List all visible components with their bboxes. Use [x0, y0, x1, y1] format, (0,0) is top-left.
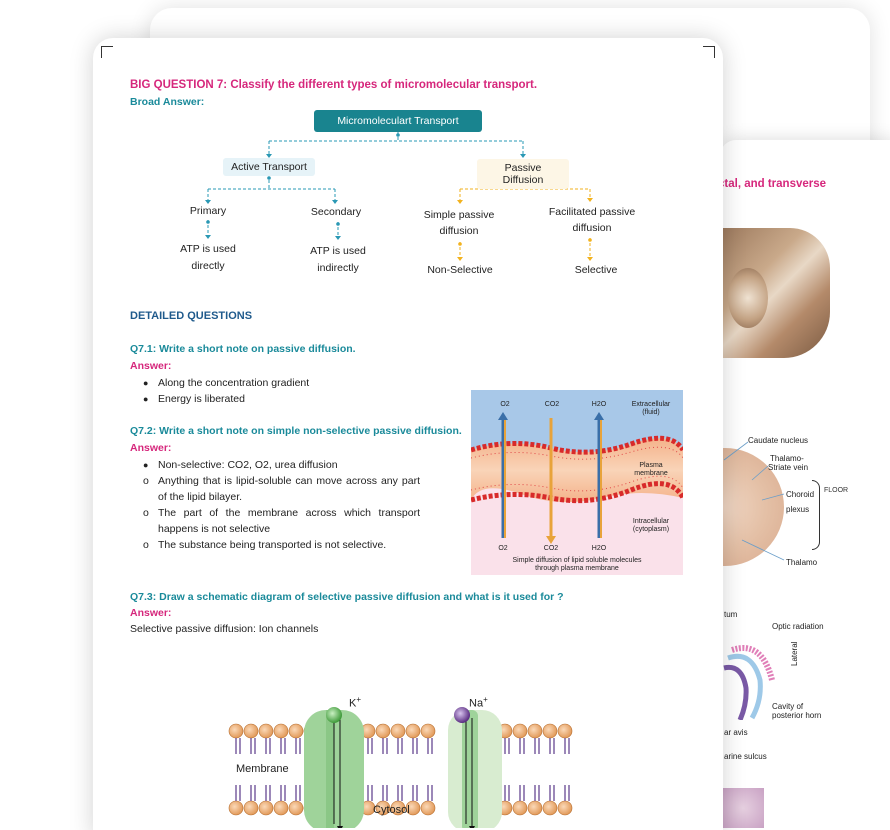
- label-top-co2: CO2: [544, 401, 560, 408]
- brain-section-image: [722, 228, 830, 358]
- flowchart-facilitated-1: Facilitated passive: [548, 206, 636, 218]
- q3-answer-label: Answer:: [130, 607, 172, 619]
- worksheet-page: BIG QUESTION 7: Classify the different t…: [93, 38, 723, 830]
- label-top-h2o: H2O: [591, 401, 607, 408]
- label-bot-co2: CO2: [543, 545, 559, 552]
- optic-radiation-diagram: [723, 645, 775, 720]
- q2-answer-label: Answer:: [130, 442, 172, 454]
- label-arine-sulcus: arine sulcus: [724, 752, 767, 761]
- crop-mark-tl: [101, 46, 113, 58]
- label-k: K+: [349, 695, 362, 710]
- broad-answer-label: Broad Answer:: [130, 96, 205, 108]
- label-cavity-1: Cavity of: [772, 702, 804, 711]
- label-thalamo-striate-1: Thalamo-: [770, 454, 804, 463]
- label-caudate: Caudate nucleus: [748, 436, 809, 445]
- list-item: ●Non-selective: CO2, O2, urea diffusion: [143, 459, 338, 471]
- label-ar-avis: ar avis: [724, 728, 748, 737]
- label-tum: tum: [724, 610, 738, 619]
- simple-diffusion-figure: O2 CO2 H2O Extracellular (fluid) Plasma …: [471, 390, 683, 575]
- label-cavity-2: posterior horn: [772, 711, 822, 720]
- flowchart-secondary-note-2: indirectly: [317, 262, 359, 274]
- brain-bottom-image: [722, 788, 764, 828]
- label-extracellular-2: (fluid): [642, 409, 660, 416]
- brain-leader-lines: [723, 441, 785, 561]
- flowchart-selective: Selective: [574, 264, 618, 276]
- label-plasma-1: Plasma: [639, 462, 663, 469]
- back-page-heading: ctal, and transverse: [718, 178, 827, 190]
- label-cytosol: Cytosol: [373, 804, 410, 816]
- label-intracellular-1: Intracellular: [632, 518, 670, 525]
- q1-answer-list: ●Along the concentration gradient ●Energ…: [130, 375, 430, 407]
- flowchart-secondary-note-1: ATP is used: [310, 245, 366, 257]
- figure-caption-1: Simple diffusion of lipid soluble molecu…: [512, 557, 642, 564]
- flowchart-root: Micromoleculart Transport: [314, 110, 482, 132]
- flowchart-simple-2: diffusion: [439, 225, 479, 237]
- list-item: ●Energy is liberated: [143, 393, 245, 405]
- flowchart-facilitated-2: diffusion: [572, 222, 612, 234]
- label-intracellular-2: (cytoplasm): [632, 526, 670, 533]
- label-na: Na+: [469, 695, 488, 710]
- detailed-questions-heading: DETAILED QUESTIONS: [130, 310, 253, 322]
- ion-channel-figure: K+ Na+ Membrane Cytosol: [228, 658, 578, 830]
- flowchart-primary-note-1: ATP is used: [180, 243, 236, 255]
- figure-caption-2: through plasma membrane: [535, 565, 619, 572]
- label-plexus: plexus: [786, 505, 810, 514]
- label-choroid: Choroid: [786, 490, 815, 499]
- label-membrane: Membrane: [236, 763, 289, 775]
- flowchart-passive-diffusion: Passive Diffusion: [477, 159, 569, 189]
- q3-answer-text: Selective passive diffusion: Ion channel…: [130, 623, 319, 635]
- big-question-title: BIG QUESTION 7: Classify the different t…: [130, 79, 538, 91]
- flowchart-primary: Primary: [189, 205, 227, 217]
- q2-question: Q7.2: Write a short note on simple non-s…: [130, 425, 462, 437]
- label-optic: Optic radiation: [772, 622, 824, 631]
- flowchart-non-selective: Non-Selective: [427, 264, 493, 276]
- label-extracellular-1: Extracellular: [631, 401, 671, 408]
- label-bot-h2o: H2O: [591, 545, 607, 552]
- q2-answer-list: ●Non-selective: CO2, O2, urea diffusion …: [130, 457, 420, 553]
- crop-mark-tr: [703, 46, 715, 58]
- label-bot-o2: O2: [498, 545, 508, 552]
- label-top-o2: O2: [500, 401, 510, 408]
- membrane-bilayer: [471, 412, 683, 544]
- label-floor: FLOOR: [824, 486, 848, 495]
- label-thalamo-striate-2: Striate vein: [768, 463, 809, 472]
- flowchart-active-transport: Active Transport: [223, 158, 315, 176]
- q1-answer-label: Answer:: [130, 360, 172, 372]
- flowchart-primary-note-2: directly: [191, 260, 225, 272]
- label-lateral: Lateral: [790, 641, 799, 666]
- q1-question: Q7.1: Write a short note on passive diff…: [130, 343, 356, 355]
- flowchart-secondary: Secondary: [310, 206, 362, 218]
- list-item: ●Along the concentration gradient: [143, 377, 310, 389]
- label-thalamo: Thalamo: [786, 558, 818, 567]
- ion-channel-diagram: [228, 707, 573, 830]
- label-plasma-2: membrane: [634, 470, 668, 477]
- flowchart-connectors: [205, 132, 593, 261]
- flowchart-simple-1: Simple passive: [423, 209, 495, 221]
- q3-question: Q7.3: Draw a schematic diagram of select…: [130, 591, 564, 603]
